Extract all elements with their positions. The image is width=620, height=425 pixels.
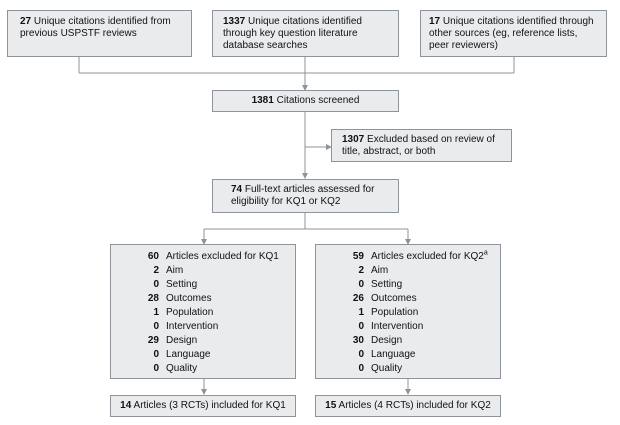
kq2-footnote: a: [483, 249, 488, 257]
excluded-review-count: 1307: [342, 134, 365, 145]
kq2-included-text: Articles (4 RCTs) included for KQ2: [338, 400, 491, 411]
source-box-other-sources: 17 Unique citations identified through o…: [420, 10, 607, 57]
source-count: 17: [429, 16, 441, 27]
screened-count: 1381: [251, 95, 274, 106]
kq2-included-count: 15: [325, 400, 337, 411]
source-count: 1337: [223, 16, 246, 27]
excluded-review-text: Excluded based on review of title, abstr…: [342, 134, 495, 157]
kq1-excluded-text: Articles excluded for KQ1: [166, 251, 279, 262]
excluded-review-box: 1307 Excluded based on review of title, …: [331, 129, 512, 162]
kq2-excluded-header: 59 Articles excluded for KQ2a: [316, 250, 500, 264]
kq1-included-text: Articles (3 RCTs) included for KQ1: [133, 400, 286, 411]
fulltext-box: 74 Full-text articles assessed for eligi…: [212, 179, 399, 213]
screened-box: 1381 Citations screened: [212, 90, 399, 112]
screened-text: Citations screened: [276, 95, 360, 106]
source-text: Unique citations identified from previou…: [20, 16, 171, 39]
source-text: Unique citations identified through key …: [223, 16, 362, 51]
kq1-excluded-header: 60 Articles excluded for KQ1: [111, 250, 295, 264]
source-box-previous-reviews: 27 Unique citations identified from prev…: [7, 10, 192, 57]
kq2-excluded-text: Articles excluded for KQ2a: [371, 249, 488, 262]
kq1-included-count: 14: [120, 400, 132, 411]
kq2-included-box: 15 Articles (4 RCTs) included for KQ2: [315, 395, 501, 417]
source-text: Unique citations identified through othe…: [429, 16, 594, 51]
source-box-database-searches: 1337 Unique citations identified through…: [212, 10, 399, 57]
kq1-excluded-count: 60: [147, 251, 159, 262]
fulltext-count: 74: [231, 184, 243, 195]
kq2-excluded-count: 59: [352, 251, 364, 262]
fulltext-text: Full-text articles assessed for eligibil…: [231, 184, 375, 207]
source-count: 27: [20, 16, 32, 27]
kq1-included-box: 14 Articles (3 RCTs) included for KQ1: [110, 395, 296, 417]
